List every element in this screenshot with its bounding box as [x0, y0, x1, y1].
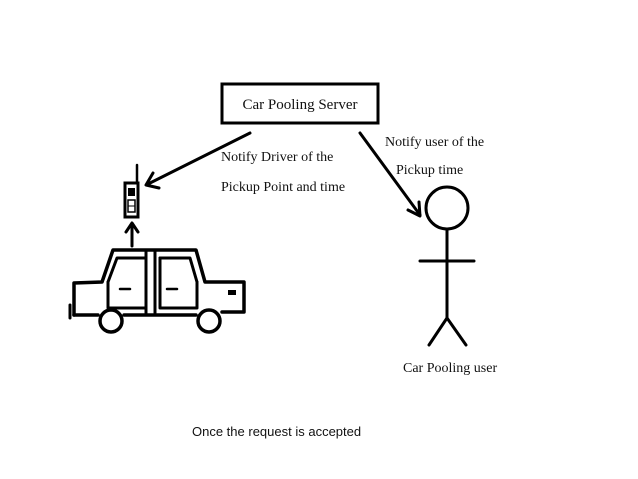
arrow-car-to-phone	[124, 221, 140, 248]
server-label: Car Pooling Server	[243, 97, 358, 113]
server-node: Car Pooling Server	[220, 82, 380, 125]
user-notify-line-1: Notify user of the	[385, 135, 484, 150]
stick-figure-icon	[418, 185, 476, 347]
driver-notify-line-1: Notify Driver of the	[221, 150, 333, 165]
arrow-to-driver	[144, 131, 252, 190]
mobile-phone-icon	[123, 163, 140, 219]
driver-notify-line-2: Pickup Point and time	[221, 180, 345, 195]
driver-notify-label: Notify Driver of the Pickup Point and ti…	[221, 150, 345, 195]
user-notify-label: Notify user of the Pickup time	[385, 135, 488, 178]
user-notify-line-2: Pickup time	[396, 163, 463, 178]
user-label: Car Pooling user	[403, 361, 497, 376]
diagram-caption: Once the request is accepted	[192, 424, 362, 439]
arrow-to-user	[358, 131, 422, 218]
car-icon	[68, 248, 246, 334]
